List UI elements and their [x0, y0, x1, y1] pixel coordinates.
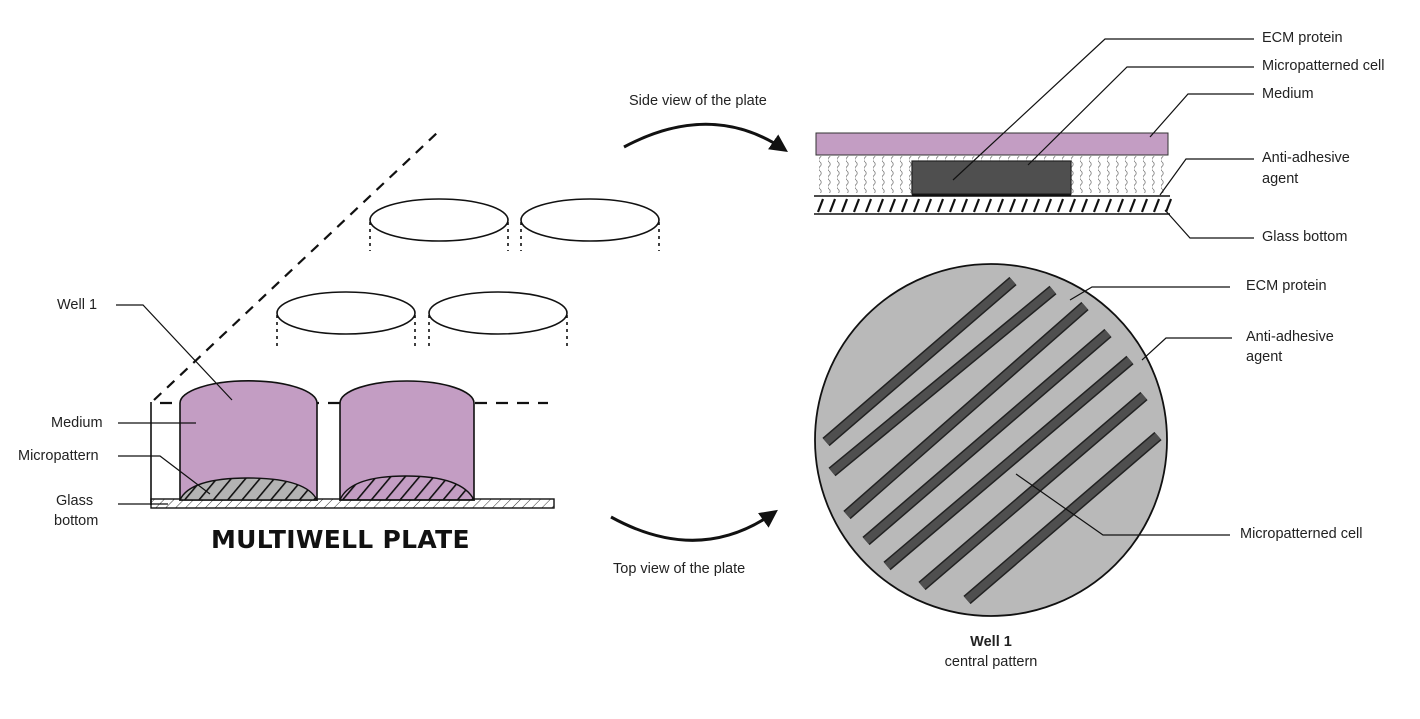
- top-leader-lines: [1015, 286, 1232, 536]
- glass-hatch-mark: [1020, 198, 1029, 213]
- arrow-top-view: [610, 509, 778, 542]
- glass-hatch-mark: [1116, 198, 1125, 213]
- top-label-anti-line1: Anti-adhesive: [1246, 329, 1334, 345]
- top-label-cell: Micropatterned cell: [1240, 526, 1363, 542]
- glass-hatch-mark: [1128, 198, 1137, 213]
- micropattern-stripe: [863, 329, 1111, 545]
- back-well-1: [369, 198, 509, 251]
- glass-hatch-mark: [960, 198, 969, 213]
- arrow-side-view: [623, 122, 788, 153]
- micropattern-stripe: [964, 432, 1161, 604]
- micropattern-stripe: [829, 286, 1056, 476]
- label-medium: Medium: [51, 415, 103, 431]
- front-well-2: [338, 380, 476, 501]
- glass-hatch-mark: [852, 198, 861, 213]
- glass-hatch-mark: [888, 198, 897, 213]
- label-side-view: Side view of the plate: [629, 93, 767, 109]
- multiwell-plate-title: MULTIWELL PLATE: [211, 525, 470, 554]
- glass-hatch-mark: [1104, 198, 1113, 213]
- front-well-1: [178, 380, 319, 501]
- glass-hatch-mark: [1056, 198, 1065, 213]
- glass-hatch-mark: [1032, 198, 1041, 213]
- glass-hatch-mark: [900, 198, 909, 213]
- micropattern-stripe: [884, 356, 1133, 570]
- left-leader-lines: [116, 304, 233, 505]
- glass-hatch-mark: [972, 198, 981, 213]
- label-top-view: Top view of the plate: [613, 561, 746, 577]
- glass-hatch-mark: [984, 198, 993, 213]
- side-label-cell: Micropatterned cell: [1262, 58, 1385, 74]
- micropatterned-cell-block: [911, 160, 1072, 195]
- side-label-anti-line2: agent: [1262, 171, 1299, 187]
- multiwell-plate: [116, 131, 660, 509]
- plate-edge-diagonal: [153, 131, 439, 401]
- glass-hatch-mark: [840, 198, 849, 213]
- micropattern-stripe: [844, 302, 1088, 519]
- top-caption-title: Well 1: [970, 634, 1012, 650]
- glass-hatch-mark: [1080, 198, 1089, 213]
- glass-hatch-mark: [1068, 198, 1077, 213]
- micropattern-stripe: [823, 277, 1016, 446]
- side-view: [814, 38, 1254, 239]
- glass-hatch-mark: [864, 198, 873, 213]
- glass-hatch-mark: [1008, 198, 1017, 213]
- side-label-anti-line1: Anti-adhesive: [1262, 150, 1350, 166]
- middle-well-1: [276, 291, 416, 349]
- arrows: [610, 122, 788, 542]
- glass-hatch-mark: [1152, 198, 1161, 213]
- glass-hatch-mark: [912, 198, 921, 213]
- glass-hatch-mark: [1140, 198, 1149, 213]
- glass-hatch-mark: [1092, 198, 1101, 213]
- side-leader-lines: [952, 38, 1254, 239]
- glass-hatch-mark: [828, 198, 837, 213]
- label-micropattern: Micropattern: [18, 448, 99, 464]
- label-glass-line1: Glass: [56, 493, 94, 509]
- top-label-ecm: ECM protein: [1246, 278, 1327, 294]
- label-glass-line2: bottom: [54, 513, 99, 529]
- glass-hatch-mark: [924, 198, 933, 213]
- top-caption-sub: central pattern: [944, 654, 1038, 670]
- label-well-1: Well 1: [57, 297, 98, 313]
- middle-well-2: [428, 291, 568, 349]
- side-label-medium: Medium: [1262, 86, 1314, 102]
- glass-hatch-mark: [948, 198, 957, 213]
- glass-hatch-mark: [1164, 198, 1173, 213]
- glass-hatch-mark: [876, 198, 885, 213]
- glass-hatch-mark: [816, 198, 825, 213]
- top-label-anti-line2: agent: [1246, 349, 1283, 365]
- top-view: [814, 263, 1232, 617]
- side-label-glass: Glass bottom: [1262, 229, 1348, 245]
- glass-bottom-hatch: [816, 198, 1173, 213]
- glass-hatch-mark: [1044, 198, 1053, 213]
- glass-hatch-mark: [996, 198, 1005, 213]
- micropattern-stripe: [919, 392, 1147, 590]
- side-label-ecm: ECM protein: [1262, 30, 1343, 46]
- micropattern-stripes: [822, 276, 1162, 605]
- glass-hatch-mark: [936, 198, 945, 213]
- back-well-2: [520, 198, 660, 251]
